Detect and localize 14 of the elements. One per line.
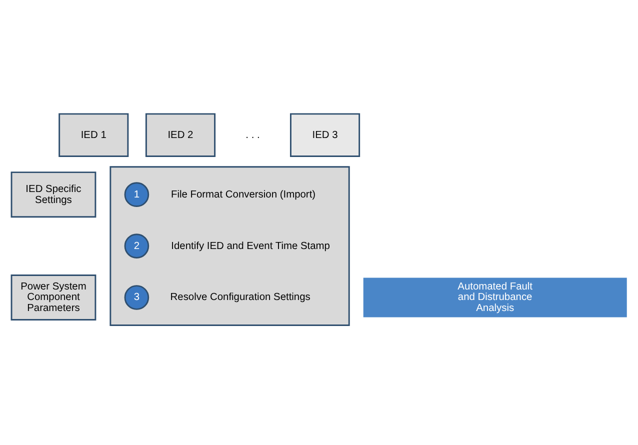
- node-circle: 3: [124, 285, 150, 310]
- node-circle: 2: [124, 234, 150, 258]
- node-box: IED 3: [290, 113, 360, 157]
- node-label: File Format Conversion (Import): [170, 189, 316, 200]
- label: . . .: [246, 130, 260, 141]
- node-box: Automated Fault and Distrubance Analysis: [363, 278, 627, 318]
- node-label: Identify IED and Event Time Stamp: [171, 240, 330, 252]
- cluster: [110, 166, 350, 326]
- node-label: Resolve Configuration Settings: [170, 292, 310, 304]
- node-box: Power System Component Parameters: [10, 274, 96, 320]
- node-box: IED Specific Settings: [10, 172, 96, 218]
- node-box: IED 2: [145, 113, 216, 157]
- node-box: IED 1: [58, 113, 129, 157]
- node-circle: 1: [124, 182, 150, 207]
